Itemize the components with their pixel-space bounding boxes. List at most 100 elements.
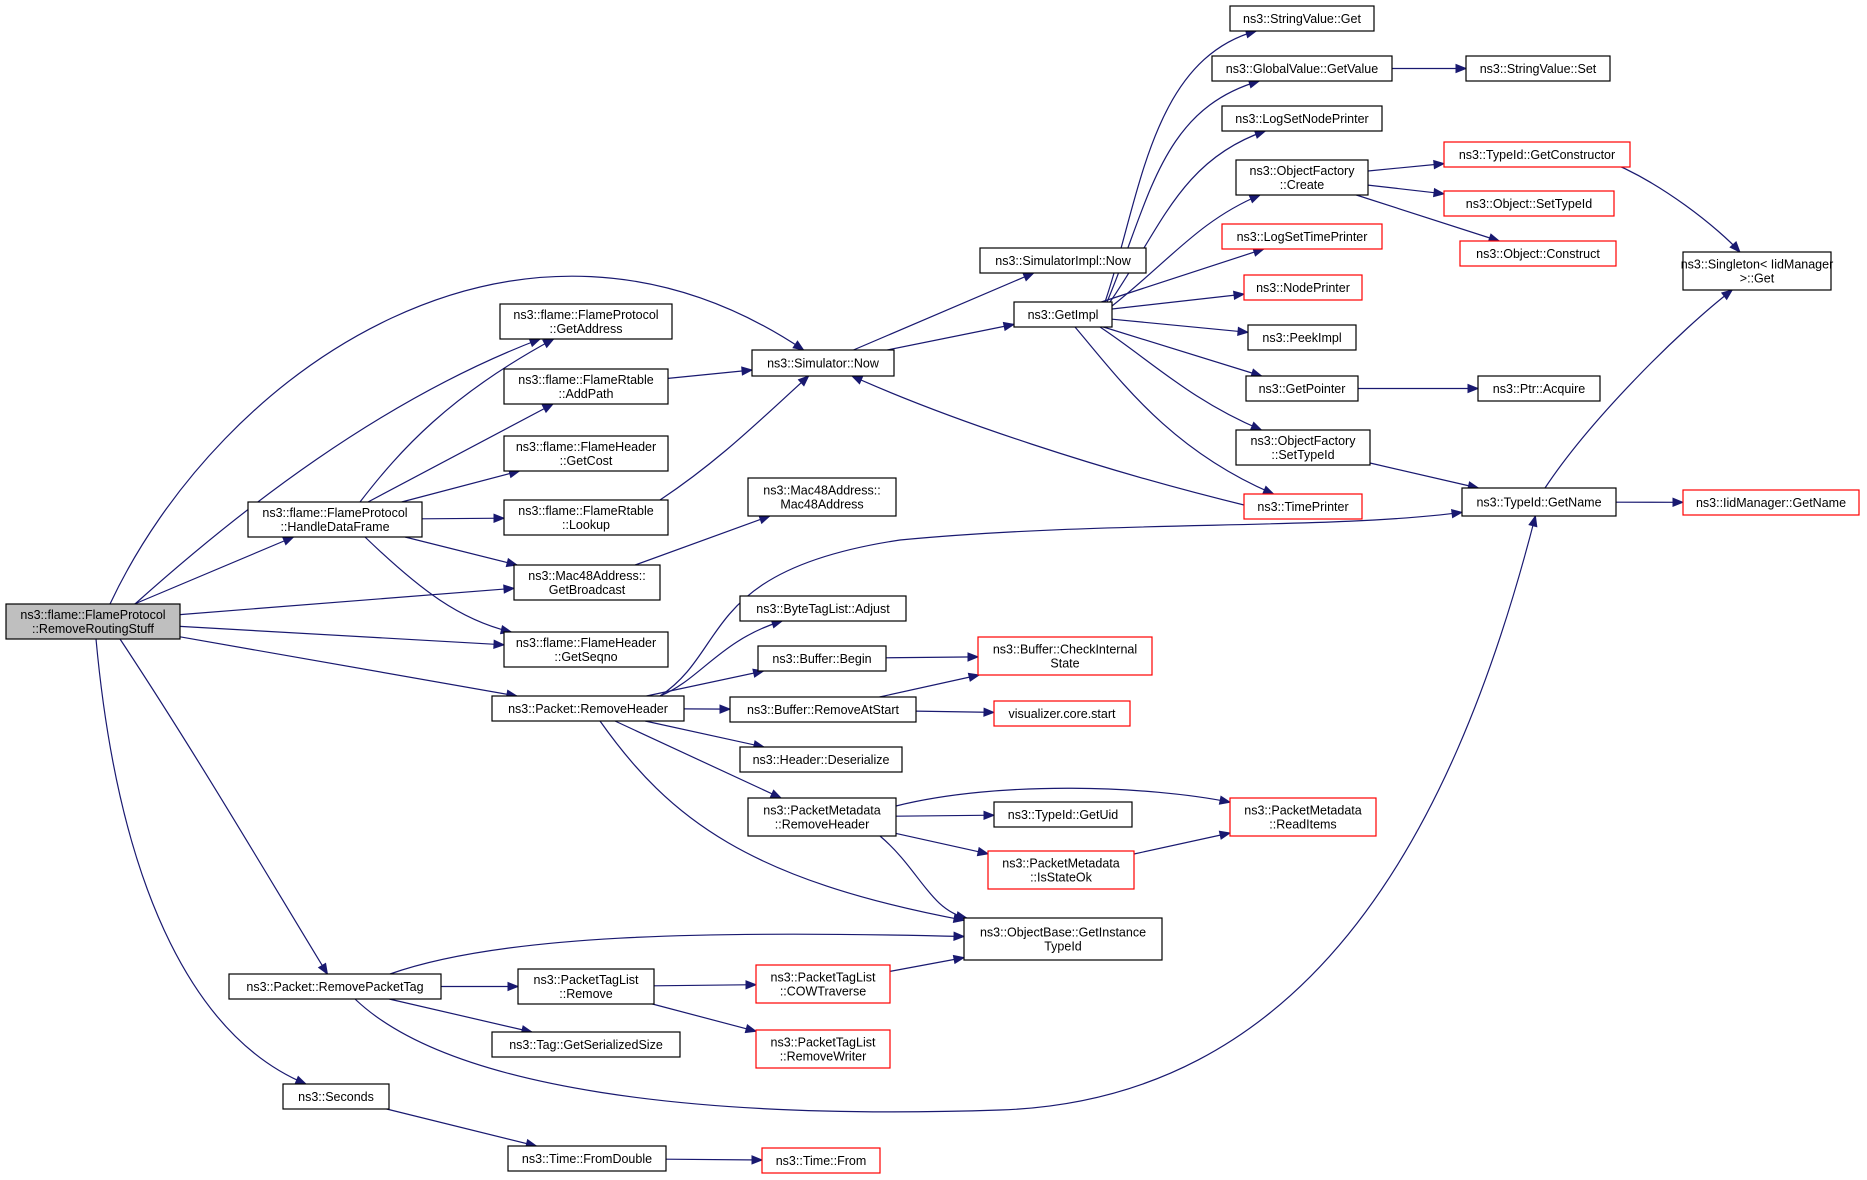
node-btladjust[interactable]: ns3::ByteTagList::Adjust — [739, 595, 907, 622]
node-pmisstateok[interactable]: ns3::PacketMetadata::IsStateOk — [987, 850, 1135, 890]
node-getbcast[interactable]: ns3::Mac48Address::GetBroadcast — [513, 564, 661, 601]
node-box — [1247, 324, 1357, 351]
node-box — [1229, 5, 1375, 32]
node-label: ns3::TimePrinter — [1257, 500, 1348, 514]
node-getseqno[interactable]: ns3::flame::FlameHeader::GetSeqno — [503, 631, 669, 668]
node-label: ns3::PacketMetadata — [763, 804, 880, 818]
node-ptlremove[interactable]: ns3::PacketTagList::Remove — [517, 968, 655, 1005]
edge-line — [179, 625, 505, 646]
edge-line — [887, 323, 1015, 351]
node-mac48ctor[interactable]: ns3::Mac48Address::Mac48Address — [747, 477, 897, 517]
node-ofcreate[interactable]: ns3::ObjectFactory::Create — [1235, 159, 1369, 196]
node-box — [1221, 105, 1383, 132]
node-label: ::AddPath — [559, 387, 614, 401]
edge-line — [1111, 318, 1249, 333]
edge-line — [1367, 184, 1445, 195]
edge-line — [1074, 326, 1274, 495]
node-handle[interactable]: ns3::flame::FlameProtocol::HandleDataFra… — [247, 501, 423, 538]
edge-line — [119, 638, 328, 975]
node-taggetsize[interactable]: ns3::Tag::GetSerializedSize — [491, 1031, 681, 1058]
function-nodes: ns3::flame::FlameProtocol::RemoveRouting… — [5, 5, 1860, 1174]
node-strget[interactable]: ns3::StringValue::Get — [1229, 5, 1375, 32]
node-label: ns3::PacketTagList — [771, 1036, 876, 1050]
edge-line — [134, 338, 541, 605]
edge-getimpl-to-timeprinter — [1074, 326, 1275, 495]
node-nodeprinter[interactable]: ns3::NodePrinter — [1243, 274, 1363, 301]
node-objsettid[interactable]: ns3::Object::SetTypeId — [1443, 190, 1615, 217]
node-pmreaditems[interactable]: ns3::PacketMetadata::ReadItems — [1229, 797, 1377, 837]
node-hdrdeser[interactable]: ns3::Header::Deserialize — [739, 746, 903, 773]
edge-pktrempt-to-ptlremove — [441, 981, 520, 992]
node-pmremhdr[interactable]: ns3::PacketMetadata::RemoveHeader — [747, 797, 897, 837]
node-box — [729, 696, 917, 723]
node-logsettime[interactable]: ns3::LogSetTimePrinter — [1221, 223, 1383, 250]
edge-gvgetval-to-strset — [1392, 63, 1468, 74]
node-label: ns3::StringValue::Get — [1243, 12, 1361, 26]
edge-tidgetctor-to-singleton — [1599, 157, 1741, 253]
edge-line — [134, 536, 294, 605]
node-bufremstart[interactable]: ns3::Buffer::RemoveAtStart — [729, 696, 917, 723]
node-ptlremwriter[interactable]: ns3::PacketTagList::RemoveWriter — [755, 1029, 891, 1069]
node-timeprinter[interactable]: ns3::TimePrinter — [1243, 493, 1363, 520]
edge-line — [853, 272, 1034, 351]
arrowhead — [758, 515, 772, 525]
node-peekimpl[interactable]: ns3::PeekImpl — [1247, 324, 1357, 351]
node-getaddr[interactable]: ns3::flame::FlameProtocol::GetAddress — [499, 303, 673, 340]
arrowhead — [493, 639, 506, 650]
node-label: ns3::ByteTagList::Adjust — [756, 602, 890, 616]
node-label: ns3::flame::FlameRtable — [518, 504, 654, 518]
node-getpointer[interactable]: ns3::GetPointer — [1245, 375, 1359, 402]
node-strset[interactable]: ns3::StringValue::Set — [1465, 55, 1611, 82]
node-seconds[interactable]: ns3::Seconds — [282, 1083, 390, 1110]
node-timefrom[interactable]: ns3::Time::From — [761, 1147, 881, 1174]
node-lookup[interactable]: ns3::flame::FlameRtable::Lookup — [503, 499, 669, 536]
arrowhead — [1433, 159, 1446, 170]
node-viscore[interactable]: visualizer.core.start — [993, 700, 1131, 727]
node-getimpl[interactable]: ns3::GetImpl — [1013, 301, 1113, 328]
node-addpath[interactable]: ns3::flame::FlameRtable::AddPath — [503, 368, 669, 405]
edge-getimpl-to-nodeprinter — [1111, 290, 1246, 310]
node-box — [517, 968, 655, 1005]
node-box — [987, 850, 1135, 890]
node-fromdouble[interactable]: ns3::Time::FromDouble — [507, 1145, 667, 1172]
node-box — [491, 1031, 681, 1058]
edge-line — [915, 710, 995, 713]
node-box — [755, 964, 891, 1004]
node-getcost[interactable]: ns3::flame::FlameHeader::GetCost — [503, 435, 669, 472]
node-ptlcow[interactable]: ns3::PacketTagList::COWTraverse — [755, 964, 891, 1004]
node-pktrempt[interactable]: ns3::Packet::RemovePacketTag — [228, 973, 442, 1000]
node-objconstruct[interactable]: ns3::Object::Construct — [1459, 240, 1617, 267]
node-box — [1235, 429, 1371, 466]
edge-line — [646, 670, 764, 697]
node-label: ::Lookup — [562, 518, 610, 532]
node-tidgetname[interactable]: ns3::TypeId::GetName — [1461, 487, 1617, 517]
node-logsetnode[interactable]: ns3::LogSetNodePrinter — [1221, 105, 1383, 132]
node-label: ns3::PacketTagList — [771, 971, 876, 985]
node-tidgetuid[interactable]: ns3::TypeId::GetUid — [993, 801, 1133, 828]
arrowhead — [1262, 485, 1275, 495]
node-simimplnow[interactable]: ns3::SimulatorImpl::Now — [979, 247, 1147, 274]
node-label: ns3::NodePrinter — [1256, 281, 1350, 295]
edge-pmremhdr-to-pmreaditems — [895, 787, 1232, 807]
node-pktremhdr[interactable]: ns3::Packet::RemoveHeader — [491, 695, 685, 722]
node-gvgetval[interactable]: ns3::GlobalValue::GetValue — [1211, 55, 1393, 82]
edge-ofcreate-to-tidgetctor — [1367, 159, 1446, 172]
node-bufbegin[interactable]: ns3::Buffer::Begin — [757, 645, 887, 672]
node-label: ns3::flame::FlameProtocol — [513, 308, 658, 322]
node-label: ns3::TypeId::GetName — [1476, 496, 1601, 510]
node-ptracquire[interactable]: ns3::Ptr::Acquire — [1477, 375, 1601, 402]
node-ofsettid[interactable]: ns3::ObjectFactory::SetTypeId — [1235, 429, 1371, 466]
arrowhead — [744, 1024, 758, 1034]
node-tidgetctor[interactable]: ns3::TypeId::GetConstructor — [1443, 141, 1631, 168]
node-box — [1243, 493, 1363, 520]
arrowhead — [493, 513, 506, 523]
edge-ofcreate-to-objsettid — [1367, 184, 1446, 198]
edge-line — [386, 1108, 537, 1147]
node-iidgetname[interactable]: ns3::IidManager::GetName — [1682, 489, 1860, 516]
node-simnow[interactable]: ns3::Simulator::Now — [751, 349, 895, 377]
arrowhead — [542, 338, 555, 349]
node-singleton[interactable]: ns3::Singleton< IidManager>::Get — [1681, 251, 1834, 291]
edge-lookup-to-simnow — [659, 375, 810, 501]
